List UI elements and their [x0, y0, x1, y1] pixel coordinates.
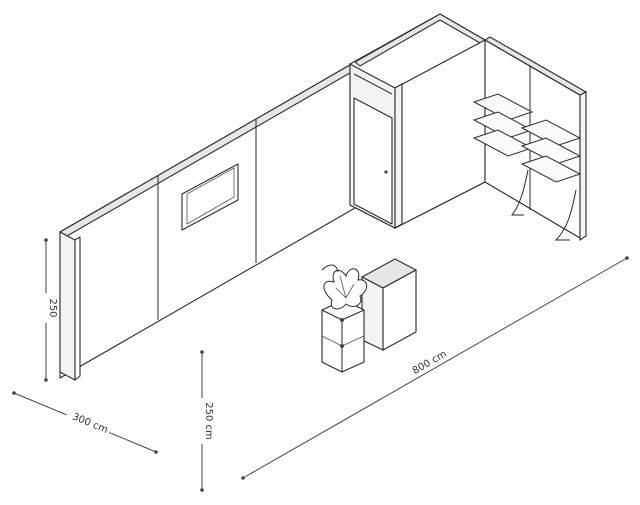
screen-inner	[186, 167, 235, 225]
dim-wall-height-end-bottom	[44, 378, 48, 382]
storage-door	[353, 97, 393, 225]
shelf-leg-2	[554, 189, 577, 241]
door-handle	[384, 170, 388, 174]
stand-top-left	[321, 309, 343, 321]
storage-corner-post	[394, 83, 403, 229]
left-end-post-face	[74, 236, 81, 381]
left-end-post	[59, 231, 76, 381]
screen-frame	[181, 163, 239, 231]
dim-length-end-left	[241, 476, 245, 480]
dim-depth-label-bg	[65, 405, 113, 437]
stand-body	[321, 299, 365, 373]
dim-height-label: 250 cm	[203, 402, 214, 440]
plant-stems	[335, 275, 355, 299]
back-wall-panel	[59, 61, 356, 379]
stand-mid-right	[341, 335, 365, 347]
dim-depth: 300 cm	[12, 391, 158, 454]
plant-leaves	[323, 268, 367, 310]
dim-wall-height-label-bg	[38, 293, 54, 323]
dim-length-end-right	[625, 256, 629, 260]
dim-depth-end-left	[12, 391, 16, 395]
dim-wall-height-label: 250	[47, 298, 58, 317]
dim-depth-end-right	[154, 450, 158, 454]
dim-length-label-bg	[408, 343, 454, 379]
storage-room	[349, 13, 487, 229]
plant-tendril	[321, 264, 339, 273]
dim-wall-height-end-top	[44, 238, 48, 242]
plant-stand	[321, 299, 365, 373]
dim-wall-height: 250	[38, 238, 58, 382]
back-wall	[58, 61, 364, 379]
counter-cube	[360, 258, 418, 351]
shelf-leg-1	[510, 169, 529, 216]
wall-screen	[181, 163, 239, 231]
dim-height-end-bottom	[200, 488, 204, 492]
right-wall	[483, 36, 588, 242]
dim-length: 800 cm	[241, 256, 629, 480]
dim-length-line	[242, 257, 628, 479]
stand-node-top	[340, 318, 344, 322]
potted-plant	[321, 264, 367, 310]
door-header	[353, 73, 393, 95]
shelf-unit	[472, 93, 582, 241]
stand-mid-left	[321, 335, 343, 347]
stand-top-right	[341, 309, 365, 321]
right-end-post	[579, 91, 587, 242]
dim-height-end-top	[200, 350, 204, 354]
shelf-6	[520, 155, 582, 183]
stand-node	[340, 344, 344, 348]
dim-height: 250 cm	[194, 350, 214, 492]
dim-height-label-bg	[194, 398, 210, 444]
